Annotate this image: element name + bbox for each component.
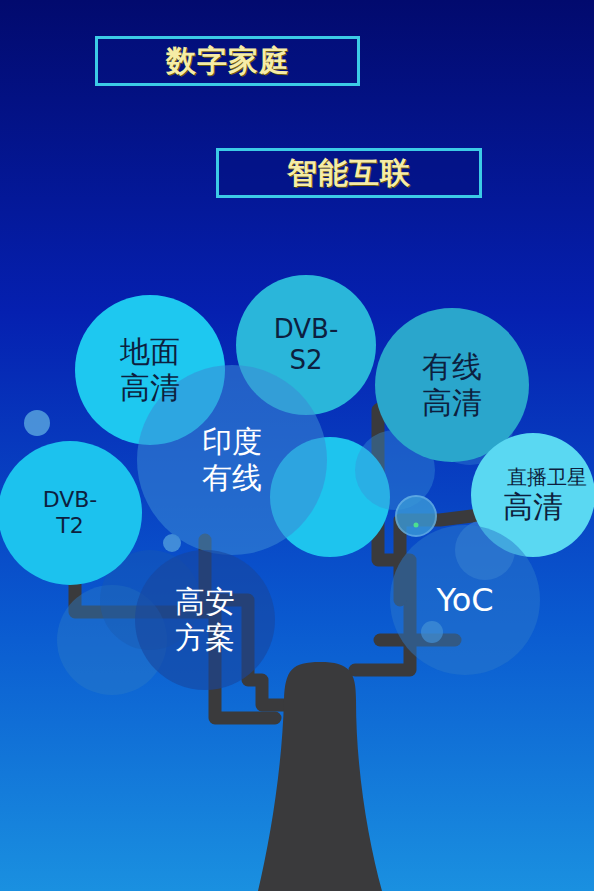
circle-label: 有线 高清 bbox=[413, 349, 491, 421]
circle-label: 高清 bbox=[503, 489, 563, 525]
title-text: 数字家庭 bbox=[166, 41, 290, 82]
topic-circle: YoC bbox=[390, 525, 540, 675]
circle-label: 地面 高清 bbox=[111, 334, 189, 406]
circle-label: 直播卫星 bbox=[507, 465, 559, 489]
title-box: 智能互联 bbox=[216, 148, 482, 198]
circle-label: DVB-S2 bbox=[272, 314, 340, 376]
circle-label: DVB-T2 bbox=[41, 487, 98, 540]
circle-label: 印度 有线 bbox=[193, 424, 271, 496]
circle-label: YoC bbox=[436, 581, 493, 619]
title-text: 智能互联 bbox=[287, 153, 411, 194]
title-box: 数字家庭 bbox=[95, 36, 360, 86]
topic-circle: DVB-T2 bbox=[0, 441, 142, 585]
circle-label: 高安 方案 bbox=[166, 584, 244, 656]
topic-circle: 高安 方案 bbox=[135, 550, 275, 690]
topic-circle: 有线 高清 bbox=[375, 308, 529, 462]
